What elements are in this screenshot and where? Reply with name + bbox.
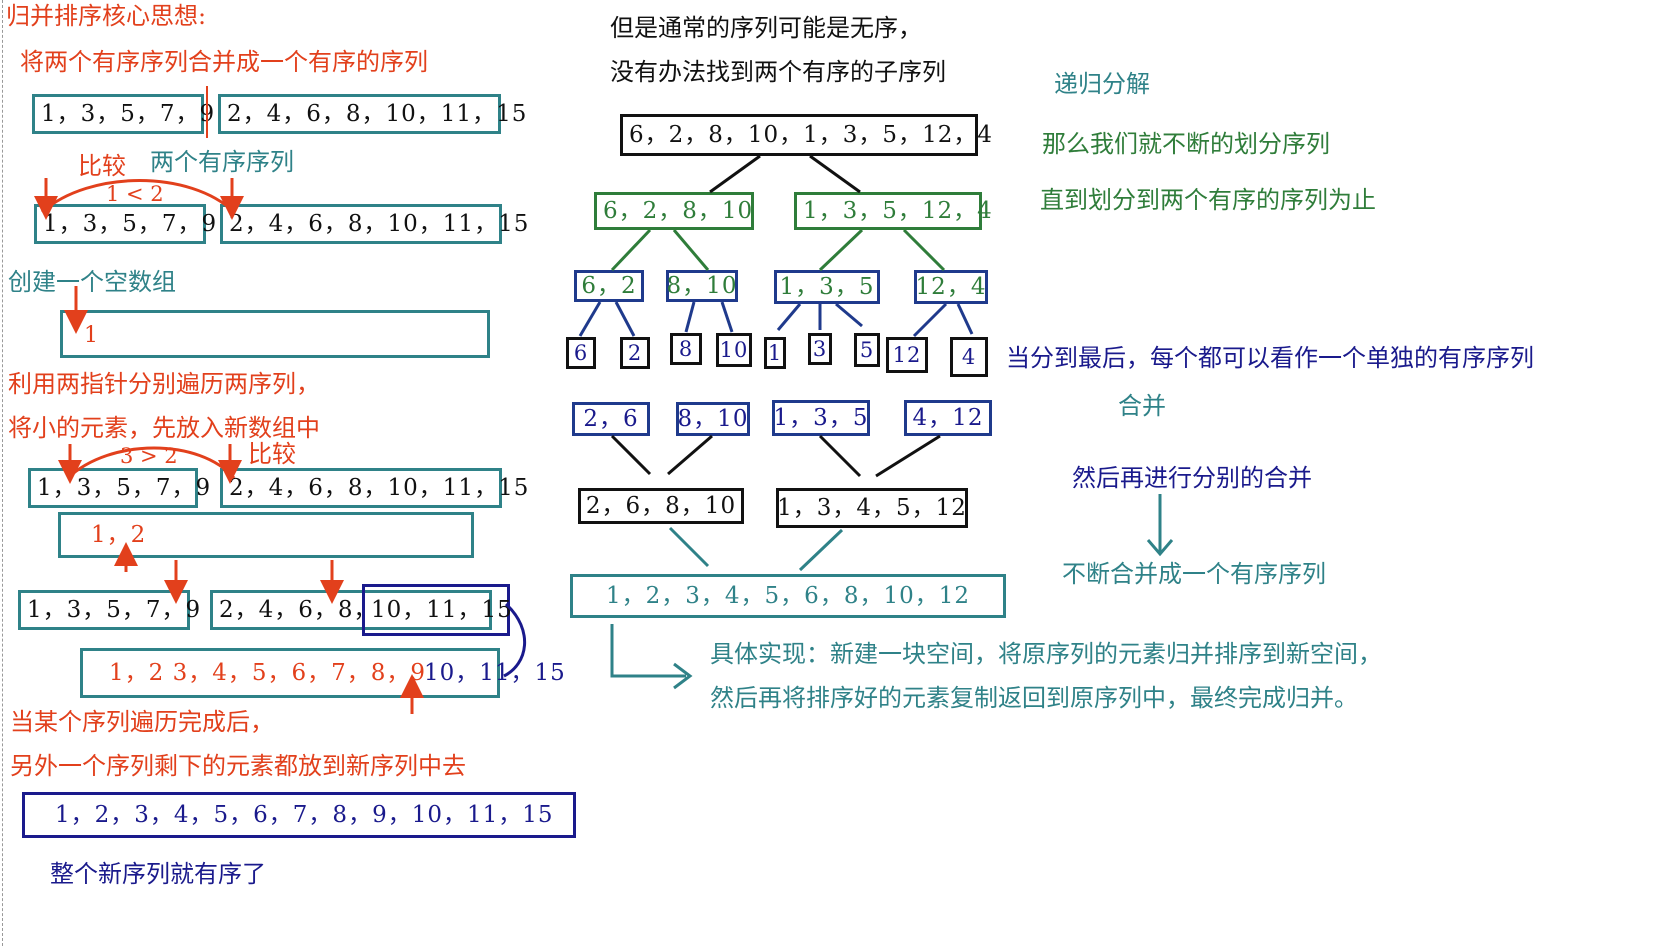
merge-level1-node: 2，6 — [572, 402, 650, 436]
merge-edge — [798, 528, 844, 572]
elbow-arrow-icon — [610, 624, 686, 678]
merge-edge — [818, 434, 862, 478]
implementation-line-1: 具体实现：新建一块空间，将原序列的元素归并排序到新空间， — [710, 640, 1382, 668]
remaining-elements-box: 10，11，15 — [362, 584, 512, 636]
tree-edge — [912, 302, 948, 338]
tree-leaf: 12 — [886, 337, 928, 373]
carry-over-arc-icon — [503, 602, 526, 678]
create-empty-label: 创建一个空数组 — [8, 268, 176, 296]
tree-edge — [818, 228, 864, 272]
tree-edge — [709, 154, 761, 194]
new-array-box-2: 1，2 — [58, 512, 474, 558]
intro-text: 将两个有序序列合并成一个有序的序列 — [20, 48, 428, 76]
tree-edge — [672, 229, 710, 271]
tree-leaf: 3 — [808, 333, 832, 365]
empty-array-box — [60, 310, 490, 358]
divide-text-2: 直到划分到两个有序的序列为止 — [1040, 186, 1376, 214]
merge-result-box: 1，2，3，4，5，6，8，10，12 — [570, 574, 1006, 618]
unsorted-text-line-2: 没有办法找到两个有序的子序列 — [610, 58, 946, 86]
sequence-b-box: 2，4，6，8，10，11，15 — [218, 94, 526, 134]
tree-level1-right: 1，3，5，12，4 — [794, 192, 992, 230]
tree-level2-node: 6，2 — [574, 270, 644, 302]
implementation-line-2: 然后再将排序好的元素复制返回到原序列中，最终完成归并。 — [710, 684, 1358, 712]
page-left-border — [2, 0, 3, 946]
tree-level1-left: 6，2，8，10 — [594, 192, 754, 230]
finish-text-line-1: 当某个序列遍历完成后， — [10, 708, 274, 736]
tree-root-box: 6，2，8，10，1，3，5，12，4 — [620, 114, 992, 156]
divide-text-1: 那么我们就不断的划分序列 — [1042, 130, 1330, 158]
merged-remaining-values: 10，11，15 — [424, 660, 566, 686]
merged-array-box: 1，2 3，4，5，6，7，8，9 — [80, 648, 500, 698]
pointers-text-line-1: 利用两指针分别遍历两序列， — [8, 370, 320, 398]
tree-edge — [614, 301, 636, 337]
tree-level2-node: 8，10 — [666, 270, 738, 302]
tree-leaf: 4 — [950, 337, 988, 377]
tree-level2-node: 12，4 — [914, 270, 988, 304]
sequence-b-box-3: 2，4，6，8，10，11，15 — [220, 468, 528, 508]
compare-label: 比较 — [78, 152, 126, 180]
tree-edge — [956, 303, 974, 335]
merge-level1-node: 4，12 — [904, 400, 992, 436]
tree-edge — [720, 301, 734, 333]
sequence-a-box-2: 1，3，5，7，9 — [34, 204, 216, 244]
merge-edge — [610, 434, 652, 476]
compare-expression-1: 1 < 2 — [106, 182, 164, 206]
elbow-arrowhead-icon — [673, 662, 693, 690]
tree-edge — [578, 301, 602, 337]
finish-text-line-2: 另外一个序列剩下的元素都放到新序列中去 — [10, 752, 466, 780]
tree-edge — [610, 228, 652, 272]
merged-values: 1，2 3，4，5，6，7，8，9 — [109, 659, 427, 686]
tree-edge — [835, 302, 863, 328]
merge-edge — [668, 526, 710, 568]
merge-level2-right: 1，3，4，5，12 — [776, 488, 968, 528]
new-array-values-2: 1，2 — [91, 521, 147, 548]
sequence-a-box-4: 1，3，5，7，9 — [18, 590, 200, 630]
merge-level2-left: 2，6，8，10 — [578, 488, 744, 524]
merge-label: 合并 — [1118, 392, 1166, 420]
tree-level2-node: 1，3，5 — [774, 270, 880, 304]
section-title: 归并排序核心思想: — [6, 2, 207, 30]
compare-label-2: 比较 — [248, 440, 296, 468]
merge-level1-node: 1，3，5 — [772, 400, 870, 436]
recursive-label: 递归分解 — [1054, 70, 1150, 98]
then-merge-label: 然后再进行分别的合并 — [1072, 464, 1312, 492]
tree-edge — [776, 303, 802, 331]
two-sorted-label: 两个有序序列 — [150, 148, 294, 176]
tree-leaf: 8 — [670, 333, 702, 365]
leaf-note: 当分到最后，每个都可以看作一个单独的有序序列 — [1006, 344, 1534, 372]
tree-edge — [809, 154, 861, 194]
merge-edge — [667, 434, 713, 476]
sequence-b-box-2: 2，4，6，8，10，11，15 — [220, 204, 528, 244]
tree-leaf: 1 — [764, 337, 786, 369]
unsorted-text-line-1: 但是通常的序列可能是无序， — [610, 14, 922, 42]
tree-leaf: 6 — [566, 337, 596, 369]
sequence-a-box: 1，3，5，7，9 — [32, 94, 214, 134]
tree-leaf: 5 — [854, 333, 880, 367]
final-note: 整个新序列就有序了 — [50, 860, 266, 888]
tree-leaf: 2 — [620, 337, 650, 369]
merge-level1-node: 8，10 — [676, 402, 750, 436]
compare-arc-icon — [41, 179, 236, 214]
tree-leaf: 10 — [716, 333, 752, 367]
pointers-text-line-2: 将小的元素，先放入新数组中 — [8, 414, 320, 442]
tree-edge — [902, 228, 946, 272]
down-arrowhead-icon — [1146, 539, 1174, 557]
compare-expression-2: 3 > 2 — [120, 444, 178, 468]
tree-edge — [684, 301, 696, 333]
keep-merge-label: 不断合并成一个有序序列 — [1062, 560, 1326, 588]
compare-arc-icon — [66, 446, 236, 480]
merge-edge — [875, 434, 941, 478]
final-array-box: 1，2，3，4，5，6，7，8，9，10，11，15 — [22, 792, 576, 838]
